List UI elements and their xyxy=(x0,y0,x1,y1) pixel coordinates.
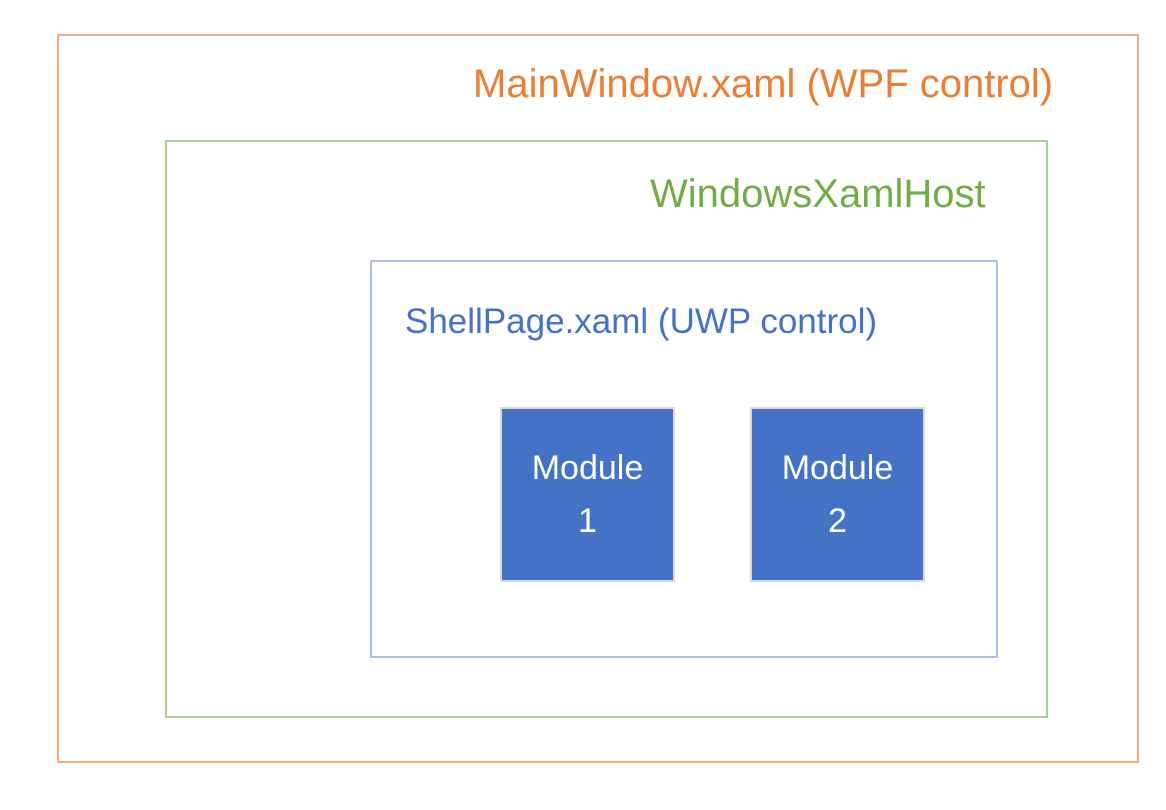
mainwindow-wpf-label: MainWindow.xaml (WPF control) xyxy=(473,62,1054,106)
module-1-box: Module 1 xyxy=(500,407,675,582)
shellpage-uwp-label: ShellPage.xaml (UWP control) xyxy=(405,302,878,341)
module-1-label-line1: Module xyxy=(531,448,644,487)
module-1-label: Module 1 xyxy=(532,442,644,547)
module-2-box: Module 2 xyxy=(750,407,925,582)
windowsxamlhost-box: WindowsXamlHost ShellPage.xaml (UWP cont… xyxy=(165,140,1048,718)
windowsxamlhost-label: WindowsXamlHost xyxy=(650,172,986,216)
shellpage-uwp-box: ShellPage.xaml (UWP control) Module 1 Mo… xyxy=(370,260,998,658)
mainwindow-wpf-box: MainWindow.xaml (WPF control) WindowsXam… xyxy=(57,34,1139,763)
module-2-label-line2: 2 xyxy=(828,501,847,540)
module-2-label: Module 2 xyxy=(782,442,894,547)
module-1-label-line2: 1 xyxy=(578,501,597,540)
module-2-label-line1: Module xyxy=(781,448,894,487)
